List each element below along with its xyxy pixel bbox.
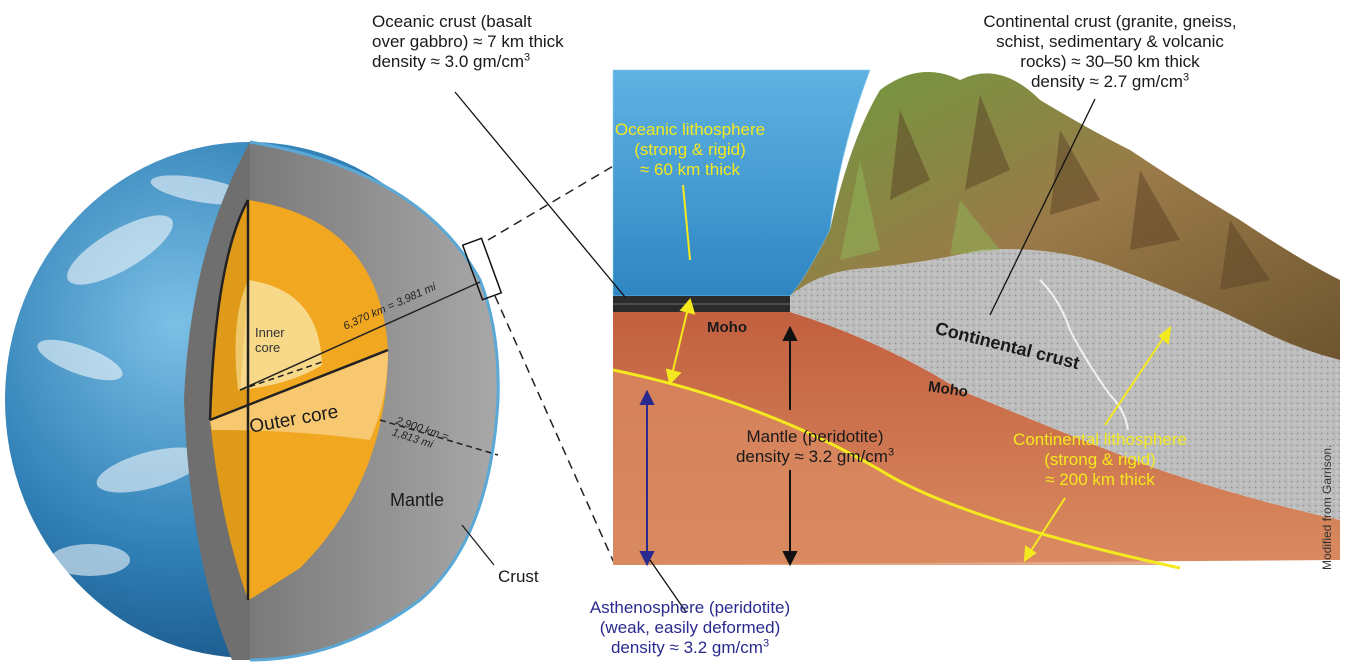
- globe: [5, 142, 501, 660]
- mantle-globe-label: Mantle: [390, 490, 444, 510]
- asthenosphere-label: Asthenosphere (peridotite) (weak, easily…: [560, 598, 820, 658]
- inner-core-label: Inner core: [255, 325, 285, 355]
- crust-globe-label: Crust: [498, 567, 539, 587]
- mantle-label: Mantle (peridotite) density ≈ 3.2 gm/cm3: [700, 427, 930, 467]
- oceanic-lithosphere-label: Oceanic lithosphere (strong & rigid) ≈ 6…: [605, 120, 775, 180]
- zoom-line-bottom: [495, 296, 615, 565]
- moho-label-left: Moho: [707, 318, 747, 338]
- crust-leader: [462, 525, 494, 565]
- oceanic-crust-label: Oceanic crust (basalt over gabbro) ≈ 7 k…: [372, 12, 564, 72]
- zoom-line-top: [488, 165, 615, 240]
- continental-crust-label: Continental crust (granite, gneiss, schi…: [950, 12, 1270, 92]
- oceanic-crust-leader: [455, 92, 625, 297]
- continental-lithosphere-label: Continental lithosphere (strong & rigid)…: [985, 430, 1215, 490]
- credit-text: Modified from Garrison.: [1320, 445, 1334, 570]
